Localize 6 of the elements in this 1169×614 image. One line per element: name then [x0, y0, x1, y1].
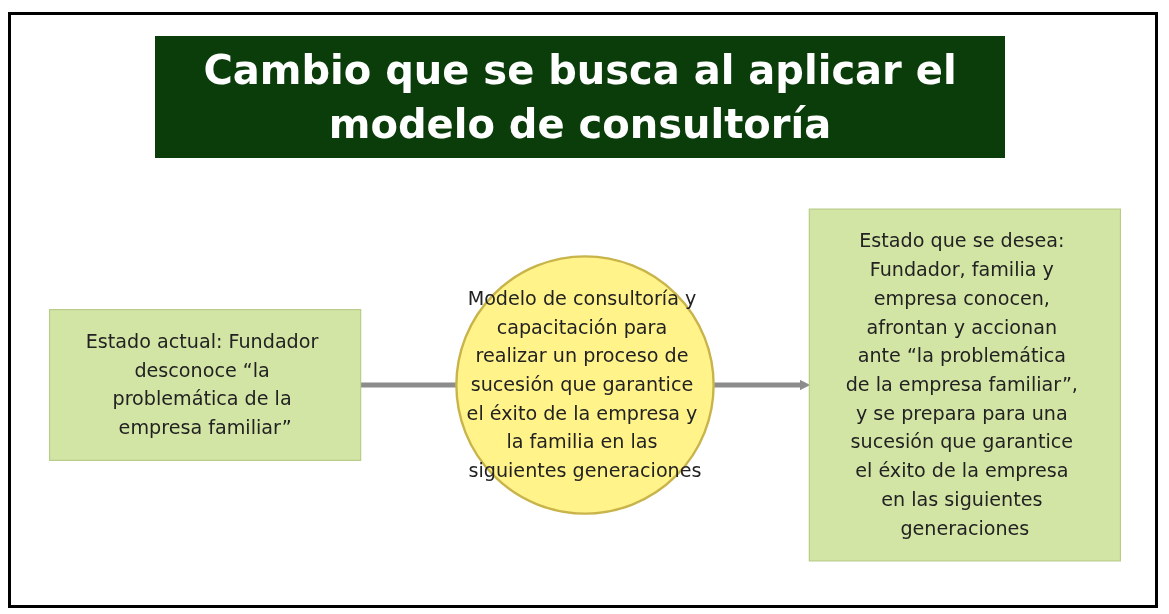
node-box: Estado actual: Fundador desconoce “la problemática de la empresa familiar” — [48, 309, 362, 461]
title-banner: Cambio que se busca al aplicar el modelo de consultoría — [155, 36, 1005, 158]
connector — [360, 382, 457, 388]
node-box: Estado que se desea: Fundador, familia y empresa conocen, afrontan y accionan ante “la problemática de la empresa familiar”, y se prepara para una sucesión que garantice el éxito de la empresa en las siguientes generaciones — [808, 208, 1122, 562]
node-circle: Modelo de consultoría y capacitación para realizar un proceso de sucesión que garantice el éxito de la empresa y la familia en las siguientes generaciones — [455, 255, 715, 515]
arrow — [713, 379, 810, 391]
